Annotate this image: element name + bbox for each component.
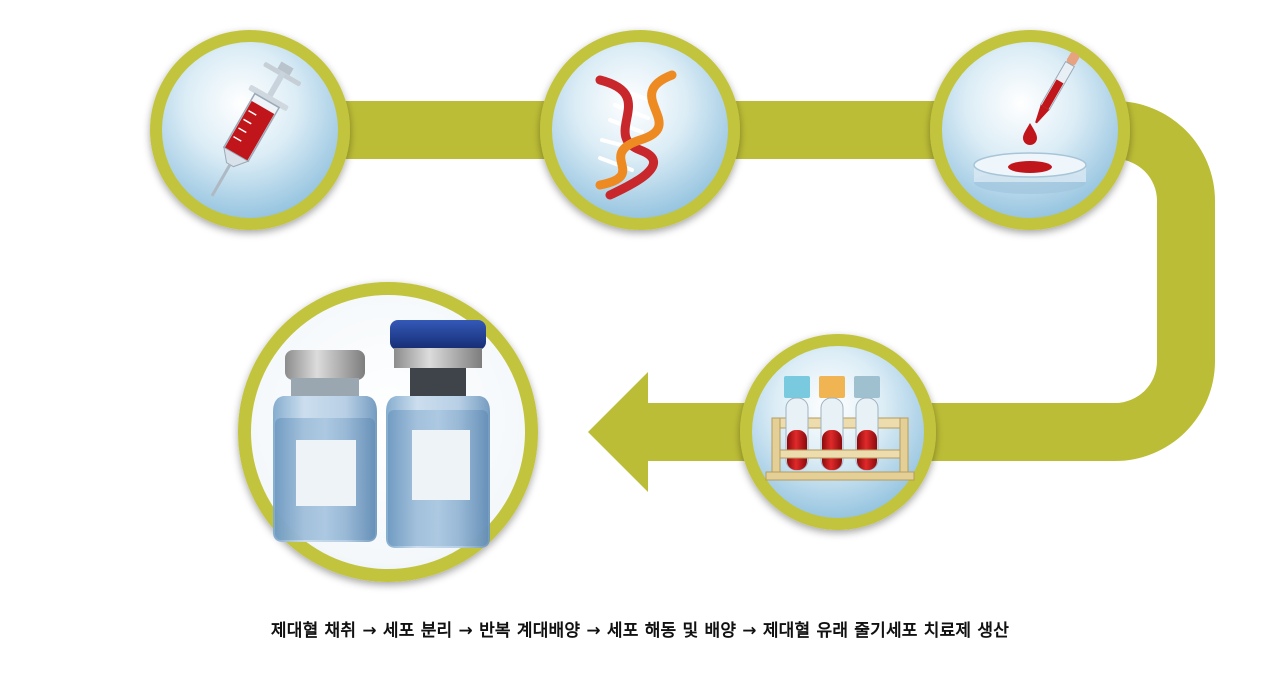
dropper-petri-dish-icon [973,52,1087,194]
step-5-production [238,282,538,582]
step-3-passage [930,30,1130,230]
syringe-icon [210,61,301,197]
step-4-thaw-culture [740,334,936,530]
test-tube-rack-icon [765,376,915,481]
step-1-collection [150,30,350,230]
medicine-vials-icon [273,320,490,548]
process-caption: 제대혈 채취 → 세포 분리 → 반복 계대배양 → 세포 해동 및 배양 → … [270,621,1010,641]
dna-helix-icon [595,70,677,200]
step-2-separation [540,30,740,230]
arrow-head-icon [588,372,648,492]
